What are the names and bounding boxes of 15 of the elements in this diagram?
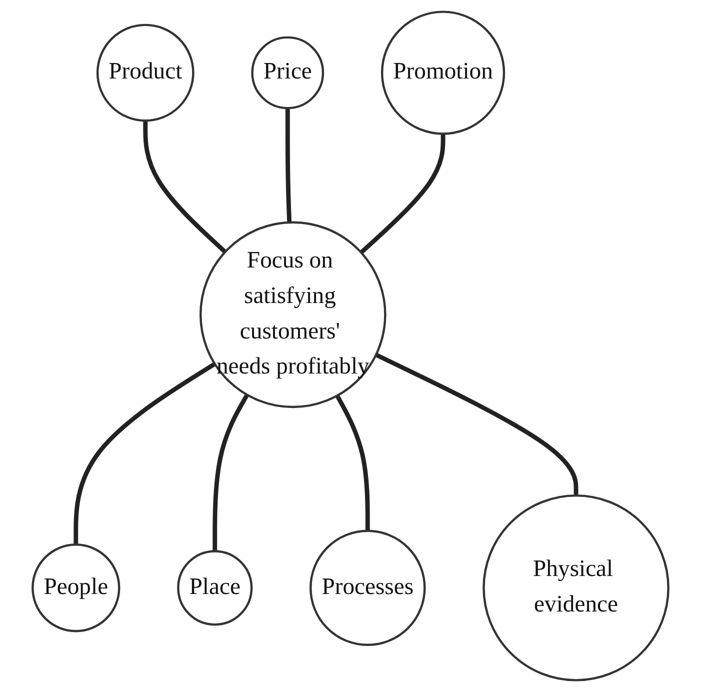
connector	[285, 108, 292, 223]
node-circle: People	[32, 544, 120, 632]
node-circle: Processes	[310, 530, 426, 646]
node-circle: Focus on satisfying customers' needs profitably	[199, 221, 386, 408]
connector	[335, 394, 370, 531]
node-circle: Promotion	[380, 10, 506, 135]
connector	[212, 394, 250, 552]
connector	[74, 362, 216, 545]
connector	[375, 352, 578, 496]
node-circle: Price	[251, 36, 324, 110]
node-circle: Place	[177, 550, 253, 626]
node-circle: Physical evidence	[482, 494, 670, 682]
connector	[360, 134, 446, 254]
connector	[143, 120, 227, 254]
node-circle: Product	[96, 24, 194, 122]
